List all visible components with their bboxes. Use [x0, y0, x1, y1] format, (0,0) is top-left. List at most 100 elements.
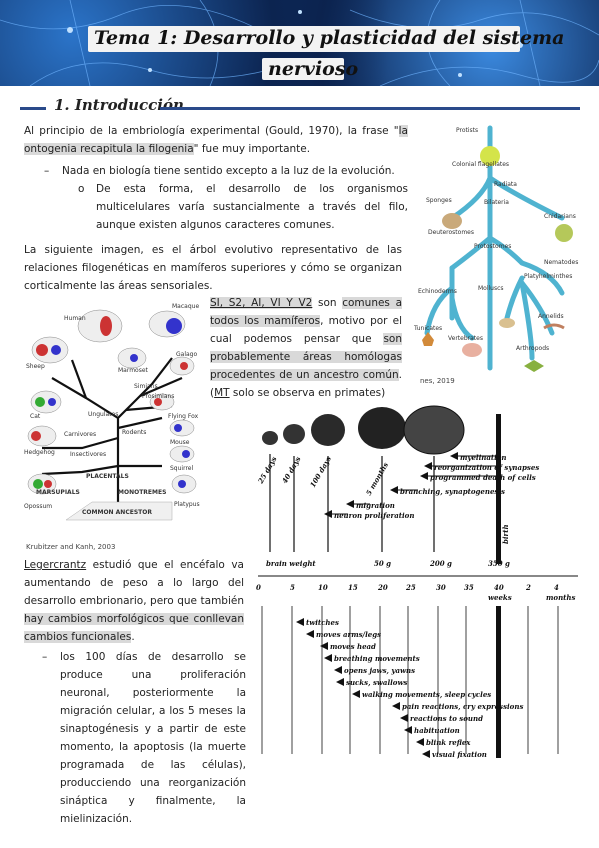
birth-bar: [496, 414, 501, 564]
vertebrate-icon: [462, 343, 482, 357]
intro-paragraph: Al principio de la embriología experimen…: [24, 125, 408, 155]
heading-rule-right: [160, 107, 580, 110]
dash-item: los 100 días de desarrollo se produce un…: [60, 651, 246, 825]
axis-tick: 2: [525, 583, 531, 592]
echinoderm-icon: [422, 332, 434, 346]
axis-tick: 5: [290, 583, 295, 592]
mollusc-icon: [499, 318, 515, 328]
mammal-label: Insectivores: [70, 451, 106, 458]
brain-development-chart: birth 25 days 40 days 100 days 5 months …: [255, 405, 539, 568]
axis-tick: 30: [436, 583, 446, 592]
mammal-label: Ungulates: [88, 411, 118, 418]
mammal-label: MONOTREMES: [118, 489, 166, 496]
mammal-label: PLACENTALS: [86, 473, 129, 480]
mammal-label: Galago: [176, 351, 197, 358]
event-label: reorganization of synapses: [434, 463, 539, 472]
birth-bar-lower: [496, 606, 501, 758]
event-label: branching, synaptogenesis: [400, 487, 505, 496]
mammal-label: Prosimians: [142, 393, 174, 400]
bullet-item: De esta forma, el desarrollo de los orga…: [96, 183, 408, 231]
mammal-label: Hedgehog: [24, 449, 55, 456]
header-banner: Tema 1: Desarrollo y plasticidad del sis…: [0, 0, 599, 86]
phylogenetic-tree-figure: Protists Colonial flagellates Radiata Bi…: [413, 125, 578, 372]
tree-label: Vertebrates: [448, 335, 483, 342]
behavior-label: pain reactions, cry expressions: [402, 702, 523, 711]
behavior-label: twitches: [306, 618, 339, 627]
age-label: 100 days: [308, 455, 333, 489]
mammal-credit: Krubitzer and Kanh, 2003: [26, 543, 116, 551]
mammal-label: Platypus: [174, 501, 200, 508]
event-label: migration: [356, 501, 395, 510]
weight-value: 200 g: [429, 559, 452, 568]
mammal-label: COMMON ANCESTOR: [82, 509, 152, 516]
axis-tick: 4: [554, 583, 559, 592]
annelid-icon: [543, 323, 565, 330]
behavior-label: walking movements, sleep cycles: [362, 690, 491, 699]
mammal-label: Flying Fox: [168, 413, 199, 420]
fetal-brain-icons: [262, 405, 465, 455]
sponge-icon: [442, 213, 462, 229]
axis-tick: 10: [318, 583, 328, 592]
page-title-line2: nervioso: [268, 58, 359, 80]
section-heading: 1. Introducción: [20, 96, 580, 118]
mammal-label: Cat: [30, 413, 41, 420]
weight-value: 50 g: [374, 559, 391, 568]
tree-label: Protists: [456, 127, 478, 134]
axis-tick: 20: [377, 583, 388, 592]
phylo-credit: nes, 2019: [420, 377, 455, 385]
axis-tick: 15: [348, 583, 358, 592]
tree-label: Protostomes: [474, 243, 511, 250]
behavior-label: visual fixation: [432, 750, 487, 759]
event-label: myelination: [460, 453, 507, 462]
behavior-label: habituation: [414, 726, 460, 735]
neuron-background: [0, 0, 599, 86]
behavior-label: blink reflex: [426, 738, 471, 747]
tree-label: Echinoderms: [418, 288, 457, 295]
event-label: neuron proliferation: [334, 511, 414, 520]
age-label: 5 months: [364, 461, 390, 497]
mammal-tree-figure: Human Macaque Marmoset Sheep Galago Simi…: [24, 303, 200, 521]
dash-item: Nada en biología tiene sentido excepto a…: [62, 165, 395, 177]
tree-label: Nematodes: [544, 259, 578, 266]
tree-paragraph: La siguiente imagen, es el árbol evoluti…: [24, 244, 402, 292]
behavior-label: breathing movements: [334, 654, 420, 663]
section-title: 1. Introducción: [54, 96, 184, 114]
cnidarian-icon: [555, 224, 573, 242]
age-label: 25 days: [255, 455, 278, 486]
heading-rule-left: [20, 107, 46, 110]
tree-label: Arthropods: [516, 345, 549, 352]
tree-label: Sponges: [426, 197, 452, 204]
behavior-timeline-chart: 0 5 10 15 20 25 30 35 40 2 4 weeks month…: [256, 575, 578, 759]
mammal-label: Carnivores: [64, 431, 96, 438]
behavior-label: moves arms/legs: [316, 630, 381, 639]
tree-label: Tunicates: [413, 325, 442, 332]
title-box: [88, 26, 520, 52]
axis-tick: 40: [494, 583, 504, 592]
arthropod-icon: [524, 360, 544, 372]
tree-label: Cnidarians: [544, 213, 576, 220]
behavior-label: moves head: [330, 642, 376, 651]
axis-unit: months: [546, 593, 575, 602]
label-panel: [65, 501, 173, 521]
mammal-label: Mouse: [170, 439, 190, 446]
age-label: 40 days: [280, 455, 303, 485]
tree-label: Molluscs: [478, 285, 504, 292]
axis-tick: 25: [405, 583, 416, 592]
axis-tick: 35: [464, 583, 474, 592]
mammal-label: Sheep: [26, 363, 45, 370]
tree-label: Deuterostomes: [428, 229, 474, 236]
mammal-label: Opossum: [24, 503, 52, 510]
axis-tick: 0: [256, 583, 261, 592]
dash-marker: –: [44, 165, 50, 177]
tree-label: Radiata: [494, 181, 517, 188]
page-title: Tema 1: Desarrollo y plasticidad del sis…: [94, 27, 565, 49]
mammal-label: Marmoset: [118, 367, 149, 374]
mammal-label: MARSUPIALS: [36, 489, 80, 496]
event-label: programmed death of cells: [430, 473, 536, 482]
behavior-label: opens jaws, yawns: [344, 666, 415, 675]
tree-label: Colonial flagellates: [452, 161, 509, 168]
dash-marker: –: [42, 651, 48, 663]
behavior-label: sucks, swallows: [346, 678, 407, 687]
weight-label: brain weight: [266, 559, 316, 568]
behavior-label: reactions to sound: [410, 714, 483, 723]
